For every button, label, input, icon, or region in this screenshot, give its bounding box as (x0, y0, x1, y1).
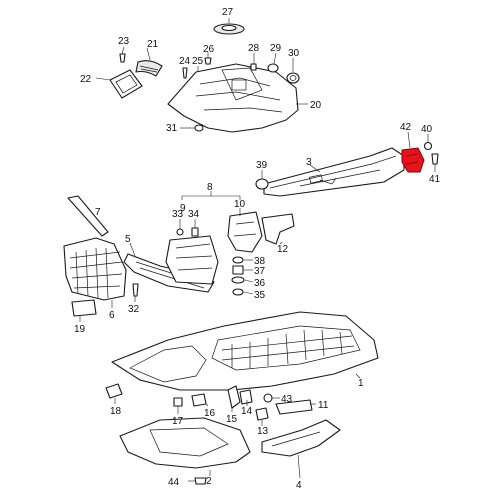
label-4: 4 (296, 480, 302, 491)
part-7-rear-panel[interactable] (63, 237, 127, 301)
label-32: 32 (128, 304, 140, 315)
part-13-bracket[interactable] (255, 407, 269, 421)
part-38-nut[interactable] (232, 256, 244, 264)
part-11-bracket[interactable] (275, 399, 313, 415)
part-21-grille[interactable] (135, 60, 163, 77)
part-26-clip[interactable] (204, 57, 212, 65)
part-labels: 1 2 3 4 5 6 7 8 9 10 11 12 13 14 15 16 1… (74, 7, 441, 491)
label-10: 10 (234, 199, 246, 210)
part-2-lower-pan[interactable] (119, 417, 251, 469)
part-42-bracket-highlighted[interactable] (401, 147, 425, 173)
part-16-bracket[interactable] (191, 393, 207, 407)
label-11: 11 (318, 400, 329, 411)
label-16: 16 (204, 408, 216, 419)
part-22-frame[interactable] (109, 69, 143, 99)
part-18-bracket[interactable] (105, 383, 123, 399)
label-44: 44 (168, 477, 180, 488)
label-31: 31 (166, 123, 178, 134)
label-19: 19 (74, 324, 86, 335)
part-30-grommet[interactable] (286, 72, 300, 84)
part-28-clip[interactable] (250, 63, 257, 71)
part-33-nut[interactable] (176, 228, 184, 236)
label-13: 13 (257, 426, 269, 437)
part-20-rear-floor[interactable] (167, 63, 299, 133)
part-37-spacer[interactable] (232, 265, 244, 275)
part-9-strip[interactable] (67, 195, 109, 237)
part-34-clip[interactable] (191, 227, 199, 237)
part-39-grommet[interactable] (255, 178, 269, 190)
label-8: 8 (207, 182, 213, 193)
part-10-bracket[interactable] (227, 211, 263, 253)
label-25: 25 (192, 56, 204, 67)
part-40-nut[interactable] (423, 141, 433, 151)
part-44-bolt[interactable] (194, 477, 207, 485)
label-29: 29 (270, 43, 282, 54)
label-26: 26 (203, 44, 215, 55)
label-23: 23 (118, 36, 130, 47)
part-15-bracket[interactable] (227, 385, 241, 409)
label-17: 17 (172, 416, 184, 427)
label-28: 28 (248, 43, 260, 54)
part-41-bolt[interactable] (431, 153, 439, 165)
part-14-bracket[interactable] (239, 389, 253, 405)
label-3: 3 (306, 157, 312, 168)
label-30: 30 (288, 48, 300, 59)
part-1-floor-pan[interactable] (111, 311, 379, 391)
label-33: 33 (172, 209, 184, 220)
part-23-screw[interactable] (119, 53, 126, 63)
label-24: 24 (179, 56, 191, 67)
label-12: 12 (277, 244, 289, 255)
label-38: 38 (254, 256, 266, 267)
part-32-bolt[interactable] (132, 283, 139, 297)
part-31-plug[interactable] (194, 124, 204, 132)
part-43-clip[interactable] (263, 393, 273, 403)
label-18: 18 (110, 406, 122, 417)
label-34: 34 (188, 209, 200, 220)
label-2: 2 (206, 476, 212, 487)
label-15: 15 (226, 414, 238, 425)
label-22: 22 (80, 74, 92, 85)
label-5: 5 (125, 234, 131, 245)
label-21: 21 (147, 39, 159, 50)
label-40: 40 (421, 124, 433, 135)
label-43: 43 (281, 394, 293, 405)
part-3-tunnel-member[interactable] (263, 147, 405, 197)
label-36: 36 (254, 278, 266, 289)
part-8-support-assembly[interactable] (165, 235, 219, 285)
label-27: 27 (222, 7, 234, 18)
part-17-clip[interactable] (173, 397, 183, 407)
label-37: 37 (254, 266, 266, 277)
part-12-bracket[interactable] (261, 213, 295, 245)
part-29-plug[interactable] (267, 63, 279, 73)
label-14: 14 (241, 406, 253, 417)
part-24-bolt[interactable] (182, 67, 188, 79)
label-1: 1 (358, 378, 364, 389)
label-41: 41 (429, 174, 441, 185)
label-35: 35 (254, 290, 266, 301)
label-6: 6 (109, 310, 115, 321)
label-7: 7 (95, 207, 101, 218)
label-20: 20 (310, 100, 322, 111)
part-4-sill[interactable] (261, 419, 341, 457)
part-36-washer[interactable] (231, 276, 245, 284)
part-27-seal-ring[interactable] (213, 23, 245, 35)
part-35-nut[interactable] (232, 288, 244, 296)
label-39: 39 (256, 160, 268, 171)
label-9: 9 (180, 203, 186, 214)
part-19-label-plate[interactable] (71, 299, 97, 317)
label-42: 42 (400, 122, 412, 133)
